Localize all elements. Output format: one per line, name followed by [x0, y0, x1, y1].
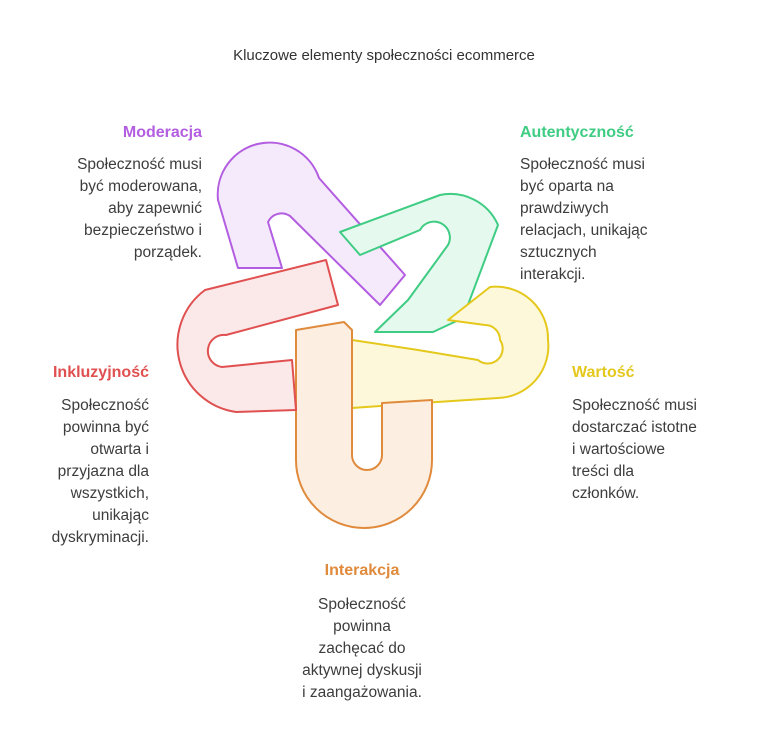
- wartosc-heading: Wartość: [572, 364, 635, 381]
- wartosc-line: dostarczać istotne: [572, 419, 697, 436]
- moderacja-heading: Moderacja: [122, 124, 202, 141]
- moderacja-loop: [216, 141, 406, 306]
- interakcja-line: zachęcać do: [318, 640, 406, 657]
- interakcja-line: powinna: [333, 618, 391, 635]
- wartosc-line: treści dla: [572, 463, 635, 480]
- interakcja-line: aktywnej dyskusji: [302, 662, 422, 679]
- interakcja-line: Społeczność: [318, 596, 406, 613]
- inkluzyjnosc-line: powinna być: [62, 419, 149, 436]
- wartosc-line: członków.: [572, 485, 640, 502]
- inkluzyjnosc-line: dyskryminacji.: [51, 529, 149, 546]
- moderacja-line: aby zapewnić: [108, 200, 202, 217]
- autentycznosc-line: relacjach, unikając: [520, 222, 648, 239]
- autentycznosc-line: Społeczność musi: [520, 156, 645, 173]
- moderacja-line: bezpieczeństwo i: [83, 222, 202, 239]
- interakcja-line: i zaangażowania.: [302, 684, 422, 701]
- autentycznosc-loop: [339, 192, 499, 333]
- interakcja-heading: Interakcja: [324, 562, 400, 579]
- autentycznosc-line: sztucznych: [520, 244, 597, 261]
- interakcja-loop: [295, 321, 433, 529]
- inkluzyjnosc-loop: [176, 259, 339, 413]
- moderacja-line: być moderowana,: [79, 178, 202, 195]
- diagram-title: Kluczowe elementy społeczności ecommerce: [233, 47, 535, 64]
- inkluzyjnosc-heading: Inkluzyjność: [52, 364, 149, 381]
- moderacja-line: Społeczność musi: [77, 156, 202, 173]
- autentycznosc-heading: Autentyczność: [520, 124, 634, 141]
- inkluzyjnosc-line: Społeczność: [61, 397, 149, 414]
- moderacja-line: porządek.: [133, 244, 202, 261]
- autentycznosc-line: interakcji.: [520, 266, 586, 283]
- inkluzyjnosc-line: wszystkich,: [70, 485, 149, 502]
- inkluzyjnosc-line: unikając: [92, 507, 149, 524]
- inkluzyjnosc-description: Społeczność powinna być otwarta i przyja…: [10, 395, 149, 549]
- inkluzyjnosc-line: przyjazna dla: [57, 463, 149, 480]
- autentycznosc-line: prawdziwych: [520, 200, 609, 217]
- moderacja-description: Społeczność musi być moderowana, aby zap…: [20, 154, 202, 264]
- wartosc-line: Społeczność musi: [572, 397, 697, 414]
- autentycznosc-line: być oparta na: [520, 178, 614, 195]
- wartosc-line: i wartościowe: [572, 441, 666, 458]
- interakcja-description: Społeczność powinna zachęcać do aktywnej…: [262, 594, 462, 704]
- autentycznosc-description: Społeczność musi być oparta na prawdziwy…: [520, 154, 720, 286]
- wartosc-loop: [351, 285, 550, 409]
- wartosc-description: Społeczność musi dostarczać istotne i wa…: [572, 395, 752, 505]
- inkluzyjnosc-line: otwarta i: [90, 441, 149, 458]
